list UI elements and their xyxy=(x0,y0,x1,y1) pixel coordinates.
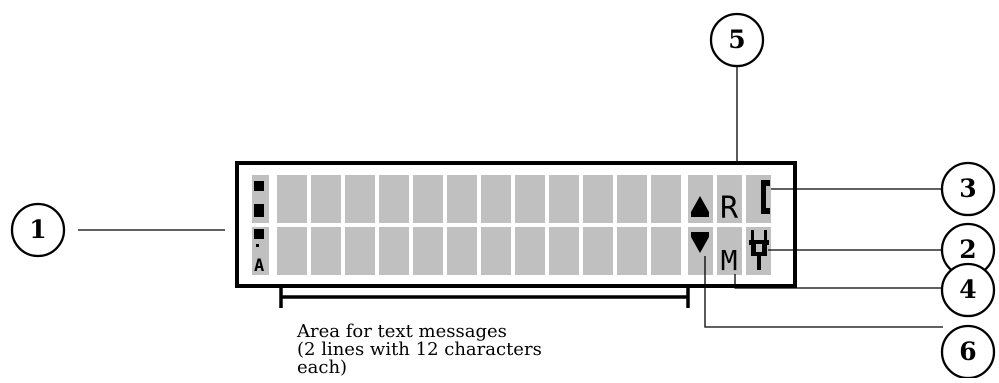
character-cell xyxy=(379,227,409,275)
up-arrow-icon-base xyxy=(691,212,709,217)
character-cell xyxy=(583,175,613,223)
leader-line-6 xyxy=(704,256,943,328)
character-cell xyxy=(583,227,613,275)
status-dot-icon xyxy=(256,244,259,247)
character-cell xyxy=(515,175,545,223)
callout-number: 4 xyxy=(959,275,976,304)
character-cell xyxy=(549,175,579,223)
callout-number: 2 xyxy=(959,235,976,264)
callout-number: 6 xyxy=(959,337,976,366)
callout-number: 5 xyxy=(728,25,745,54)
character-cell xyxy=(345,227,375,275)
character-cell xyxy=(481,175,511,223)
character-cell xyxy=(277,227,307,275)
status-a-icon: A xyxy=(254,256,264,276)
caption-line-3: each) xyxy=(297,357,348,378)
callout-2: 2 xyxy=(940,222,996,278)
caption-line-1: Area for text messages xyxy=(297,321,507,342)
character-cell xyxy=(515,227,545,275)
power-plug-icon xyxy=(749,230,769,270)
handset-icon xyxy=(761,180,770,214)
character-cell xyxy=(413,227,443,275)
character-cell xyxy=(311,175,341,223)
callout-4: 4 xyxy=(940,262,996,318)
character-cell xyxy=(311,227,341,275)
status-bar-icon xyxy=(254,204,264,217)
callout-1: 1 xyxy=(10,202,66,258)
character-cell xyxy=(447,227,477,275)
callout-3: 3 xyxy=(940,161,996,217)
status-bar-icon xyxy=(254,229,264,239)
character-cell xyxy=(481,227,511,275)
character-cell xyxy=(617,227,647,275)
leader-line-4 xyxy=(734,274,943,289)
status-column: A xyxy=(252,175,269,276)
m-symbol: M xyxy=(721,244,738,277)
character-cell xyxy=(651,227,681,275)
text-area-bracket xyxy=(279,286,690,308)
callout-number: 1 xyxy=(29,215,46,244)
callout-5: 5 xyxy=(709,12,765,68)
down-arrow-icon-base xyxy=(691,232,709,237)
character-cell xyxy=(447,175,477,223)
leader-lines xyxy=(78,65,943,328)
character-cell xyxy=(549,227,579,275)
text-message-area xyxy=(277,175,681,275)
symbol-cell xyxy=(717,175,742,223)
character-cell xyxy=(617,175,647,223)
character-cell xyxy=(345,175,375,223)
down-arrow-icon xyxy=(691,237,709,253)
callout-6: 6 xyxy=(940,324,996,380)
status-bar-icon xyxy=(254,181,264,191)
character-cell xyxy=(277,175,307,223)
character-cell xyxy=(413,175,443,223)
character-cell xyxy=(379,175,409,223)
caption-line-2: (2 lines with 12 characters xyxy=(297,339,542,360)
symbol-cell xyxy=(717,227,742,275)
up-arrow-icon xyxy=(691,196,709,212)
r-symbol: R xyxy=(720,191,739,226)
character-cell xyxy=(651,175,681,223)
callout-number: 3 xyxy=(959,174,976,203)
